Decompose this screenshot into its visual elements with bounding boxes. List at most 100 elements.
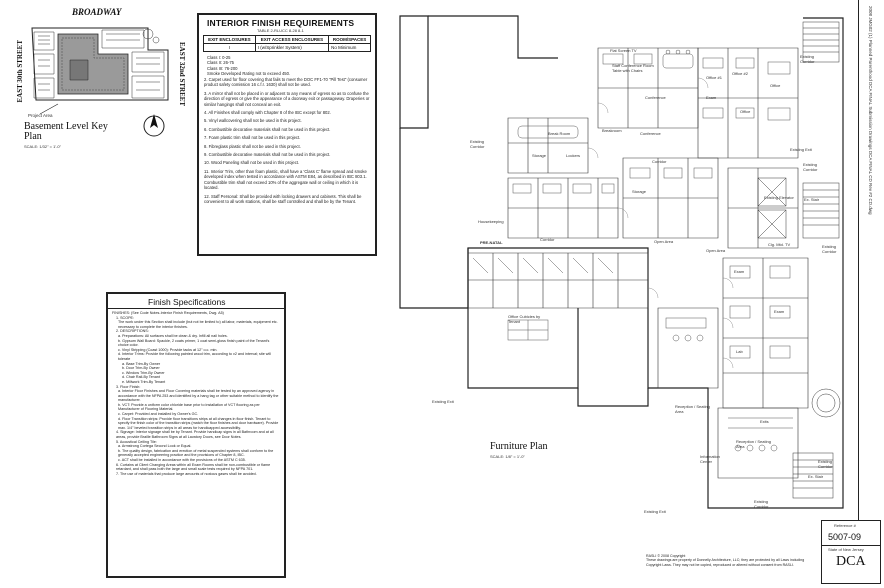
room-label: Existing Exit — [432, 399, 454, 404]
spec-line: b. The quality design, fabrication and e… — [118, 448, 274, 458]
spec-line: d. Interior Trims: Provide the following… — [118, 352, 271, 361]
sheet-number: 5007-09 — [828, 532, 862, 542]
room-label: Housekeeping — [478, 219, 504, 224]
note-item: 6. Combustible decorative materials shal… — [204, 126, 331, 132]
title-rule — [108, 308, 284, 309]
room-label: Ex. Stair — [808, 474, 824, 479]
interior-finish-box: INTERIOR FINISH REQUIREMENTS TABLE 2-RLU… — [197, 13, 377, 256]
room-label: Existing Corridor — [470, 139, 485, 149]
room-label: Conference — [640, 131, 661, 136]
finish-spec-body: FINISHES: (See Code Notes-Interior Finis… — [112, 311, 280, 476]
spec-line: b. Gypsum Wall Board: Spackle, 2 coats p… — [118, 338, 270, 348]
class-lines: Class I: 0-25 Class II: 26-75 Class III:… — [207, 55, 367, 77]
interior-finish-table: EXIT ENCLOSURES EXIT ACCESS ENCLOSURES R… — [203, 35, 371, 52]
room-label: Break Room — [548, 131, 571, 136]
floor-plan-scale: SCALE: 1/8" = 1'-0" — [490, 454, 525, 459]
spec-line: a. Base Trim-By Owner — [122, 361, 161, 366]
room-label: Office Cubicles by Tenant — [508, 314, 541, 324]
furniture-floor-plan — [399, 15, 844, 509]
room-label: Existing Exit — [790, 147, 812, 152]
room-label: Exam — [734, 269, 745, 274]
room-label: Breakroom — [602, 128, 622, 133]
exterior-walls — [399, 15, 844, 509]
spec-line: 6. Curtains at Client Changing Areas wit… — [116, 462, 271, 472]
note-item: 2. Carpet used for floor covering that f… — [204, 77, 368, 88]
street-label-right: EAST 32nd STREET — [178, 42, 186, 107]
class-line: Class II: 26-75 — [207, 60, 234, 66]
table-cell: No Minimum — [328, 43, 371, 52]
spec-line: 2. DESCRIPTIONS: — [116, 329, 149, 334]
note-item: 11. Interior Trim, other than foam plast… — [204, 168, 367, 191]
key-plan-drawing — [31, 27, 169, 101]
furniture — [472, 49, 793, 452]
table-header: ROOM/SPACES — [328, 35, 371, 44]
room-label: Office — [770, 83, 781, 88]
room-label: Office #1 — [706, 75, 722, 80]
class-line: Class I: 0-25 — [207, 55, 231, 60]
table-header: EXIT ACCESS ENCLOSURES — [254, 35, 330, 44]
room-label: Existing Exit — [644, 509, 666, 514]
spec-line: a. Interior Floor Finishes and Floor Cov… — [118, 389, 279, 403]
spec-line: a. Preparations: All surfaces shall be c… — [118, 333, 228, 338]
spec-line: 4. Signage: Interior signage shall be by… — [116, 430, 274, 440]
room-label: Storage — [632, 189, 647, 194]
room-label: Corridor — [540, 237, 555, 242]
note-item: 7. Foam plastic trim shall not be used i… — [204, 135, 301, 141]
project-area-label: Project Area — [28, 113, 53, 118]
spec-line: b. Door Trim-By Owner — [122, 366, 160, 371]
key-plan: BROADWAY EAST 30th STREET EAST 32nd STRE… — [14, 6, 192, 152]
spec-line: 5. Acoustical Ceiling Tile: — [116, 439, 157, 444]
spec-line: 1. SCOPE: — [116, 315, 135, 320]
class-line: Smoke Developed Rating not to exceed 450… — [207, 71, 291, 77]
table-row: I I (w/Sprinkler System) No Minimum — [203, 43, 371, 52]
room-label: Lockers — [566, 153, 581, 158]
block-rule — [822, 545, 880, 546]
room-label: Storage — [532, 153, 547, 158]
room-label: Existing Corridor — [818, 459, 833, 469]
room-label: Reception / Seating Area — [736, 439, 771, 449]
spec-line: c. ACT shall be installed in accordance … — [118, 458, 246, 462]
project-area-leader — [39, 103, 59, 115]
room-label: Lab — [736, 349, 743, 354]
room-label: Staff Conference Room Table with Chairs — [612, 63, 654, 73]
note-item: 10. Wood Paneling shall not be used in t… — [204, 160, 300, 166]
interior-walls — [468, 47, 809, 479]
interior-finish-subtitle: TABLE 2-RLUCC 8-28 8-1 — [257, 28, 304, 33]
room-label: Existing Corridor — [803, 162, 818, 172]
table-cell: I — [203, 43, 256, 52]
room-label: Office #2 — [732, 71, 748, 76]
table-header-row: EXIT ENCLOSURES EXIT ACCESS ENCLOSURES R… — [203, 35, 371, 44]
class-line: Class III: 76-200 — [207, 65, 238, 71]
door-swings — [587, 77, 734, 369]
title-sidebar: 2008 JMG02 (1) Planned Parenthood DCA FI… — [858, 0, 884, 520]
copyright-note: RASLI © 2008 Copyright These drawings ar… — [646, 554, 805, 567]
spec-line: c. Vinyl Stripping (Coast 1000): Provide… — [118, 347, 218, 352]
room-label: PRE-NATAL — [480, 240, 503, 245]
interior-finish-notes: 2. Carpet used for floor covering that f… — [204, 77, 370, 204]
room-label: Information Center — [700, 454, 721, 464]
spec-line: b. VCT: Provide a uniform color chloride… — [118, 402, 260, 412]
room-label: Corridor — [652, 159, 667, 164]
key-plan-title: Basement Level Key Plan — [24, 122, 114, 142]
street-label-left: EAST 30th STREET — [16, 40, 24, 103]
spec-line: c. Carpet: Provided and installed by Own… — [118, 412, 199, 417]
street-label-top: BROADWAY — [72, 7, 122, 17]
reference-label: Reference # — [834, 523, 856, 528]
room-label: Ex. Stair — [804, 197, 820, 202]
room-label: Clg. Mtd. TV — [768, 242, 791, 247]
finish-spec-title: Finish Specifications — [148, 297, 226, 307]
file-path-text: 2008 JMG02 (1) Planned Parenthood DCA FI… — [868, 6, 873, 215]
spec-line: FINISHES: (See Code Notes-Interior Finis… — [112, 311, 224, 315]
room-label: Existing Corridor — [754, 499, 769, 509]
room-label: Office — [740, 109, 751, 114]
room-label: Conference — [645, 95, 666, 100]
spec-line: 7. The use of materials that produce lar… — [116, 471, 257, 476]
note-item: 5. Vinyl wallcovering shall not be used … — [204, 118, 302, 124]
spec-line: d. Chair Rail-By Tenant — [122, 375, 160, 380]
key-plan-title-text: Basement Level Key Plan — [24, 121, 108, 142]
note-item: 9. Combustible decorative materials shal… — [204, 152, 331, 158]
floor-plan-title: Furniture Plan — [490, 441, 548, 452]
note-item: 3. A mirror shall not be placed in or ad… — [204, 90, 370, 107]
north-arrow-icon — [143, 114, 165, 137]
